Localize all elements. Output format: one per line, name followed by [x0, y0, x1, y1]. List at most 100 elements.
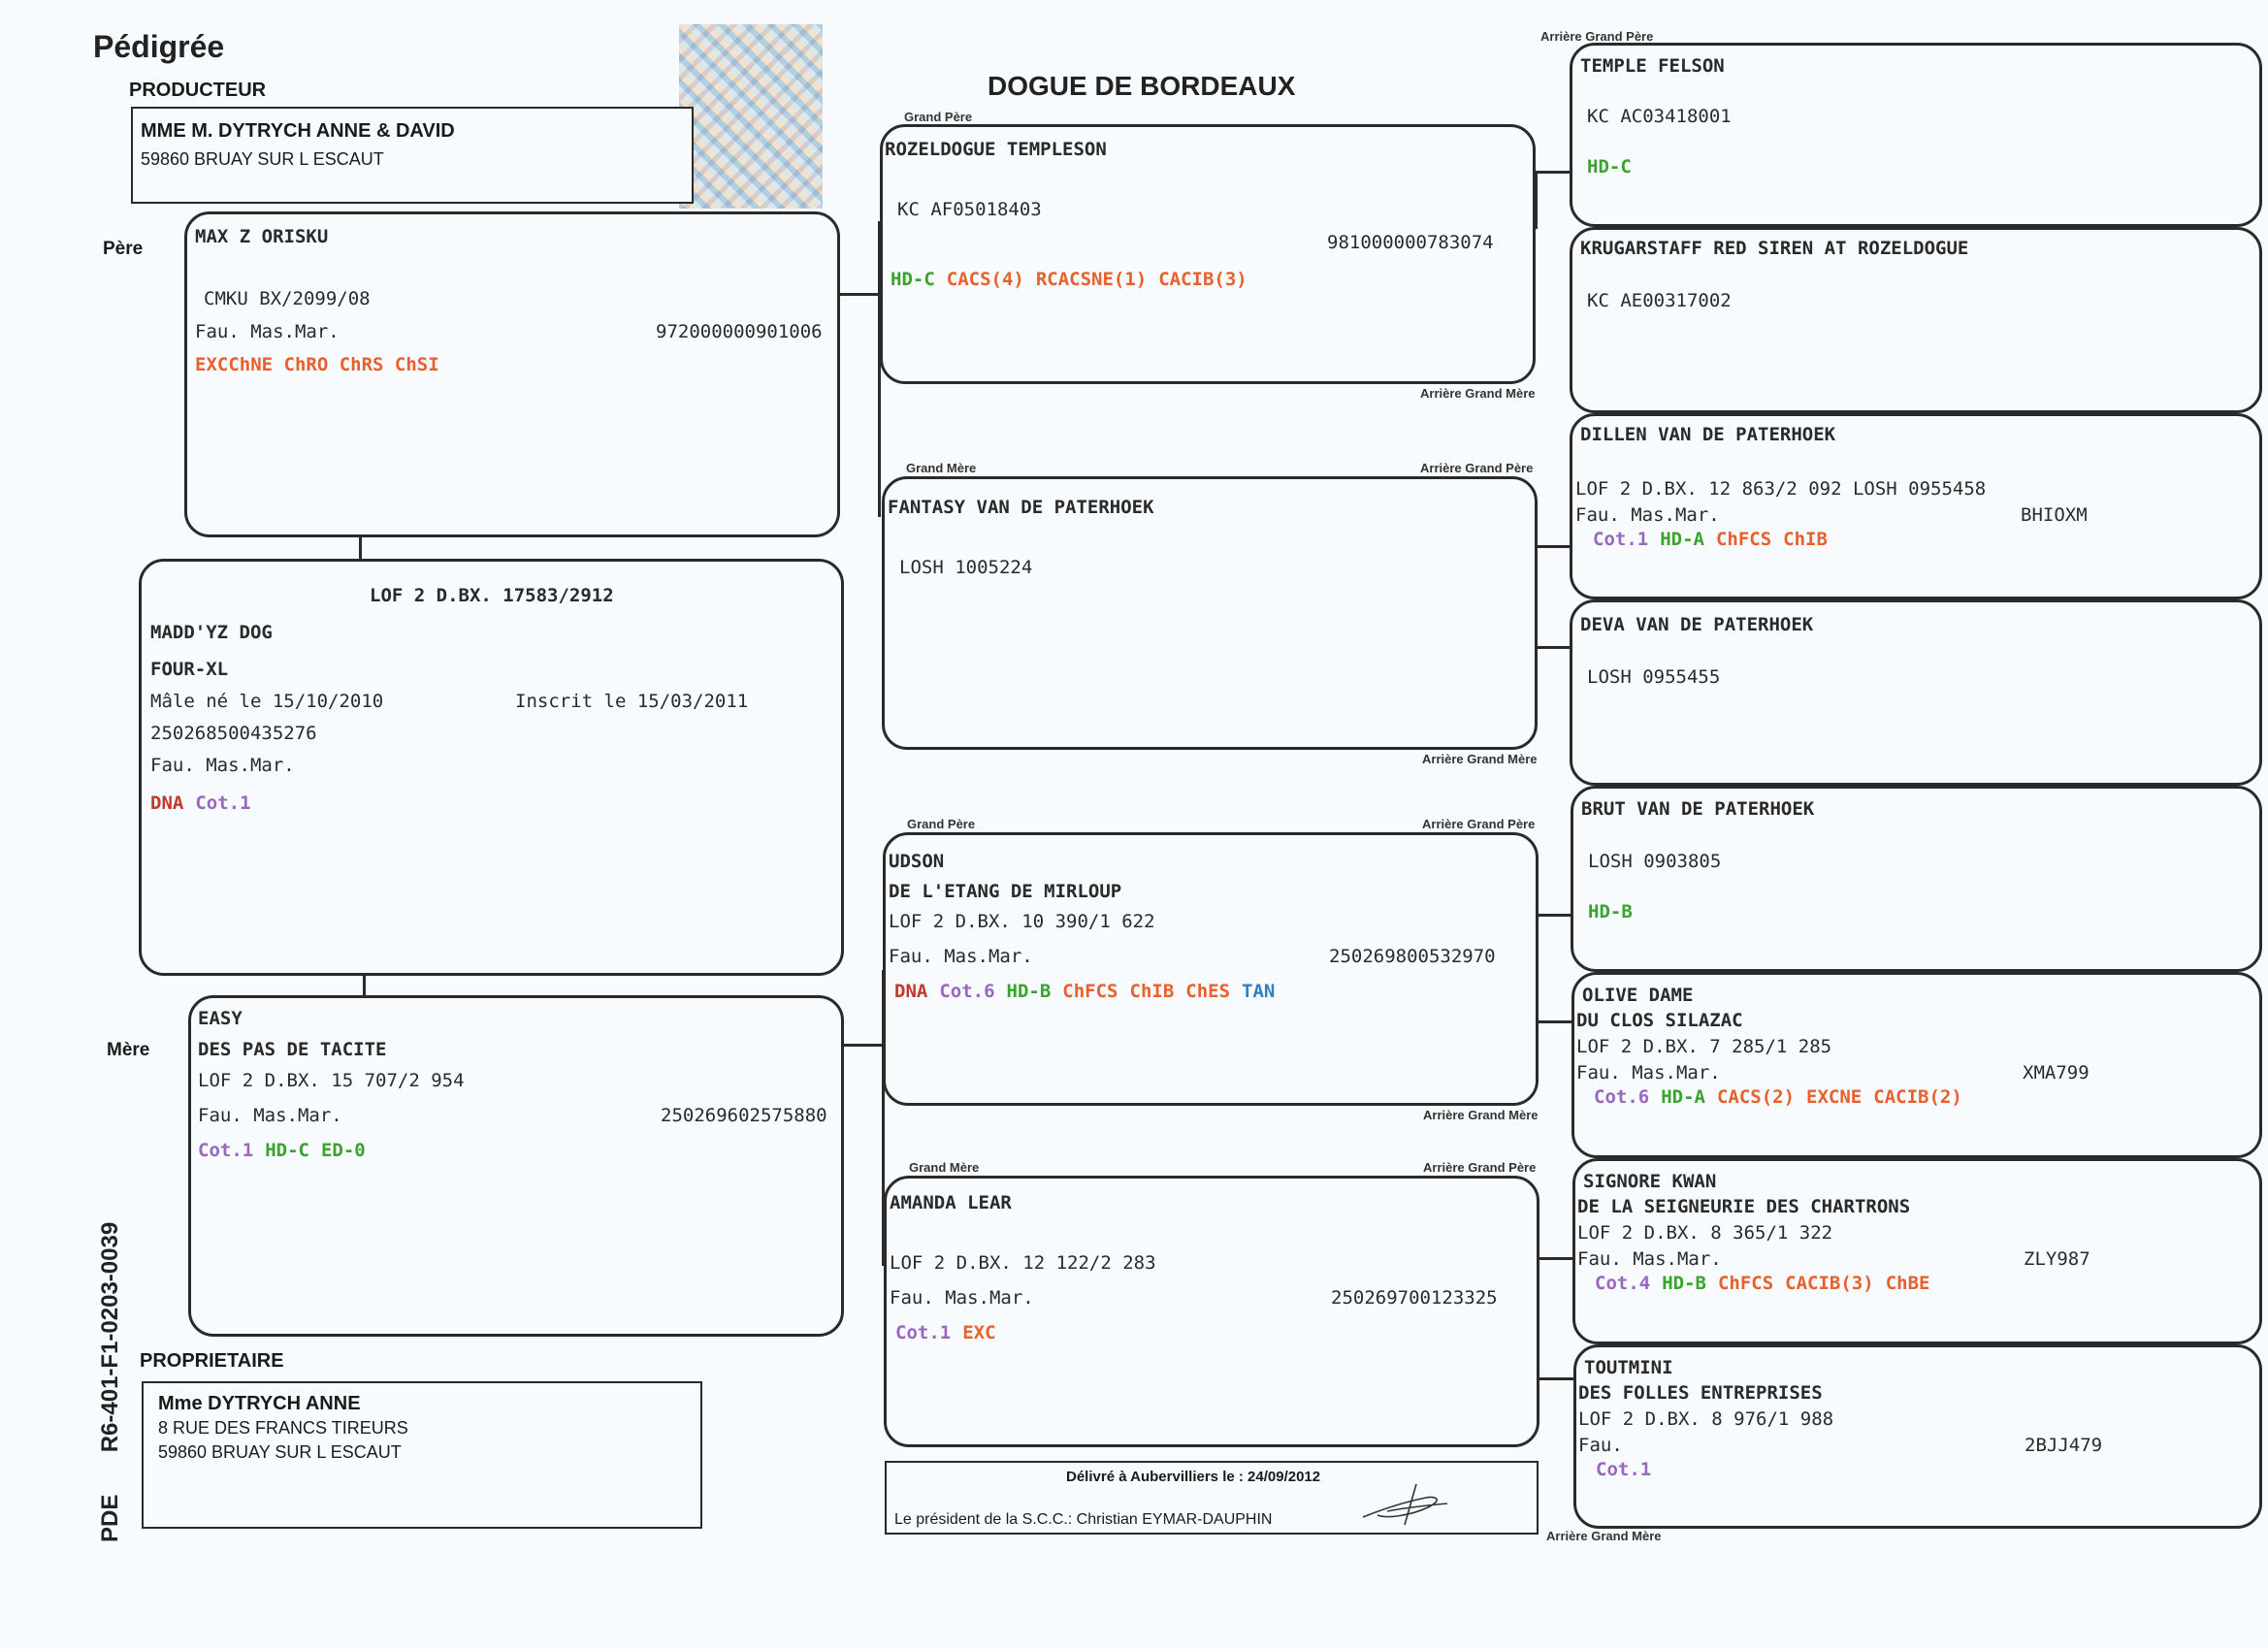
title-tag: CACS(4) — [946, 269, 1024, 290]
dog-card: LOF 2 D.BX. 17583/2912 MADD'YZ DOG FOUR-… — [139, 559, 844, 976]
connector-sire-grandparents-vertical — [878, 221, 881, 517]
label-arriere-grand-mere-2: Arrière Grand Mère — [1422, 752, 1538, 766]
label-grand-mere-1: Grand Mère — [906, 461, 977, 475]
title-tag: CACIB(3) — [1158, 269, 1247, 290]
grand-mere-2-name: AMANDA LEAR — [890, 1192, 1012, 1213]
great-grand-mere-3-card: OLIVE DAME DU CLOS SILAZAC LOF 2 D.BX. 7… — [1571, 972, 2262, 1158]
dam-color: Fau. Mas.Mar. — [198, 1105, 342, 1126]
title-tag: Cot.6 — [1594, 1086, 1650, 1108]
title-tag: HD-A — [1661, 1086, 1705, 1108]
connector-dam-grandparents-vertical — [882, 970, 885, 1266]
connector-gp2 — [1538, 914, 1572, 917]
label-arriere-grand-mere-1: Arrière Grand Mère — [1420, 386, 1536, 401]
connector-gm1-mid — [1537, 646, 1571, 649]
great-grand-pere-4-color: Fau. Mas.Mar. — [1577, 1248, 1722, 1270]
owner-box: Mme DYTRYCH ANNE 8 RUE DES FRANCS TIREUR… — [142, 1381, 702, 1529]
title-tag: HD-C — [1587, 156, 1632, 178]
great-grand-pere-3-name: BRUT VAN DE PATERHOEK — [1581, 798, 1815, 820]
dog-kennel: FOUR-XL — [150, 659, 229, 680]
dog-color: Fau. Mas.Mar. — [150, 755, 295, 776]
title-tag: ChES — [1185, 981, 1231, 1002]
grand-pere-1-chip: 981000000783074 — [1327, 232, 1494, 253]
label-arriere-grand-pere-2: Arrière Grand Père — [1420, 461, 1534, 475]
title-tag: ChIB — [1129, 981, 1175, 1002]
sire-chip: 972000000901006 — [656, 321, 823, 342]
great-grand-mere-4-registration: LOF 2 D.BX. 8 976/1 988 — [1578, 1408, 1834, 1430]
title-tag: TAN — [1242, 981, 1276, 1002]
dog-chip: 250268500435276 — [150, 723, 317, 744]
connector-sire-grandparents — [839, 293, 880, 296]
title-tag: HD-A — [1660, 529, 1704, 550]
dam-card: EASY DES PAS DE TACITE LOF 2 D.BX. 15 70… — [188, 995, 844, 1337]
dog-registered: Inscrit le 15/03/2011 — [515, 691, 749, 712]
grand-pere-1-card: ROZELDOGUE TEMPLESON KC AF05018403 98100… — [880, 124, 1536, 384]
owner-heading: PROPRIETAIRE — [140, 1350, 284, 1372]
label-grand-pere-1: Grand Père — [904, 110, 973, 124]
grand-mere-2-card: AMANDA LEAR LOF 2 D.BX. 12 122/2 283 Fau… — [884, 1176, 1539, 1447]
title-tag: Cot.1 — [195, 792, 251, 814]
sire-registration: CMKU BX/2099/08 — [204, 288, 371, 309]
producer-name: MME M. DYTRYCH ANNE & DAVID — [141, 120, 455, 142]
great-grand-mere-4-card: TOUTMINI DES FOLLES ENTREPRISES LOF 2 D.… — [1573, 1344, 2262, 1529]
title-tag: CACIB(3) — [1785, 1273, 1874, 1294]
security-stamp-image — [679, 24, 823, 209]
title-tag: Cot.1 — [895, 1322, 952, 1343]
title-tag: RCACSNE(1) — [1035, 269, 1148, 290]
great-grand-mere-4-titles: Cot.1 — [1596, 1459, 1663, 1480]
document-code: PDE R6-401-F1-0203-0039 — [97, 1222, 124, 1542]
grand-mere-2-chip: 250269700123325 — [1331, 1287, 1498, 1309]
label-mere: Mère — [107, 1040, 150, 1060]
label-arriere-grand-pere-4: Arrière Grand Père — [1423, 1160, 1537, 1175]
sire-color: Fau. Mas.Mar. — [195, 321, 340, 342]
connector-dog-dam — [363, 975, 366, 998]
document-code-number: R6-401-F1-0203-0039 — [97, 1221, 123, 1453]
producer-address: 59860 BRUAY SUR L ESCAUT — [141, 149, 384, 169]
grand-pere-1-name: ROZELDOGUE TEMPLESON — [885, 139, 1107, 160]
dam-registration: LOF 2 D.BX. 15 707/2 954 — [198, 1070, 465, 1091]
title-tag: DNA — [150, 792, 184, 814]
page-title: Pédigrée — [93, 29, 225, 64]
title-tag: Cot.1 — [198, 1140, 254, 1161]
connector-sire-dog — [359, 536, 362, 561]
grand-pere-2-kennel: DE L'ETANG DE MIRLOUP — [889, 881, 1122, 902]
grand-mere-1-card: FANTASY VAN DE PATERHOEK LOSH 1005224 — [882, 476, 1538, 750]
grand-pere-1-titles: HD-C CACS(4) RCACSNE(1) CACIB(3) — [891, 269, 1259, 290]
label-arriere-grand-pere-3: Arrière Grand Père — [1422, 817, 1536, 831]
grand-pere-2-registration: LOF 2 D.BX. 10 390/1 622 — [889, 911, 1155, 932]
title-tag: DNA — [894, 981, 928, 1002]
title-tag: ChFCS — [1717, 1273, 1774, 1294]
title-tag: HD-B — [1006, 981, 1052, 1002]
dog-born: Mâle né le 15/10/2010 — [150, 691, 384, 712]
dog-titles: DNA Cot.1 — [150, 792, 263, 814]
title-tag: CACIB(2) — [1873, 1086, 1962, 1108]
great-grand-mere-2-card: DEVA VAN DE PATERHOEK LOSH 0955455 — [1570, 599, 2262, 786]
great-grand-pere-2-registration: LOF 2 D.BX. 12 863/2 092 LOSH 0955458 — [1575, 478, 1987, 500]
title-tag: Cot.4 — [1595, 1273, 1651, 1294]
great-grand-pere-2-tattoo: BHIOXM — [2021, 504, 2088, 526]
label-pere: Père — [103, 239, 144, 259]
label-arriere-grand-mere-bottom: Arrière Grand Mère — [1546, 1529, 1662, 1543]
great-grand-pere-1-card: TEMPLE FELSON KC AC03418001 HD-C — [1570, 43, 2262, 227]
label-arriere-grand-mere-3: Arrière Grand Mère — [1423, 1108, 1539, 1122]
title-tag: EXCNE — [1806, 1086, 1863, 1108]
great-grand-pere-3-registration: LOSH 0903805 — [1588, 851, 1722, 872]
dam-chip: 250269602575880 — [661, 1105, 827, 1126]
title-tag: HD-B — [1588, 901, 1633, 922]
great-grand-mere-1-registration: KC AE00317002 — [1587, 290, 1732, 311]
great-grand-mere-2-registration: LOSH 0955455 — [1587, 666, 1721, 688]
owner-address-line2: 59860 BRUAY SUR L ESCAUT — [158, 1442, 402, 1462]
connector-dam-grandparents — [843, 1044, 884, 1047]
connector-gp1-vertical — [1535, 171, 1538, 229]
great-grand-pere-3-card: BRUT VAN DE PATERHOEK LOSH 0903805 HD-B — [1571, 786, 2262, 972]
great-grand-mere-4-tattoo: 2BJJ479 — [2025, 1435, 2103, 1456]
title-tag: HD-C — [891, 269, 935, 290]
great-grand-pere-4-kennel: DE LA SEIGNEURIE DES CHARTRONS — [1577, 1196, 1911, 1217]
owner-address-line1: 8 RUE DES FRANCS TIREURS — [158, 1418, 408, 1438]
label-arriere-grand-pere-top: Arrière Grand Père — [1540, 29, 1654, 44]
grand-pere-2-name: UDSON — [889, 851, 945, 872]
great-grand-pere-4-card: SIGNORE KWAN DE LA SEIGNEURIE DES CHARTR… — [1572, 1158, 2262, 1344]
